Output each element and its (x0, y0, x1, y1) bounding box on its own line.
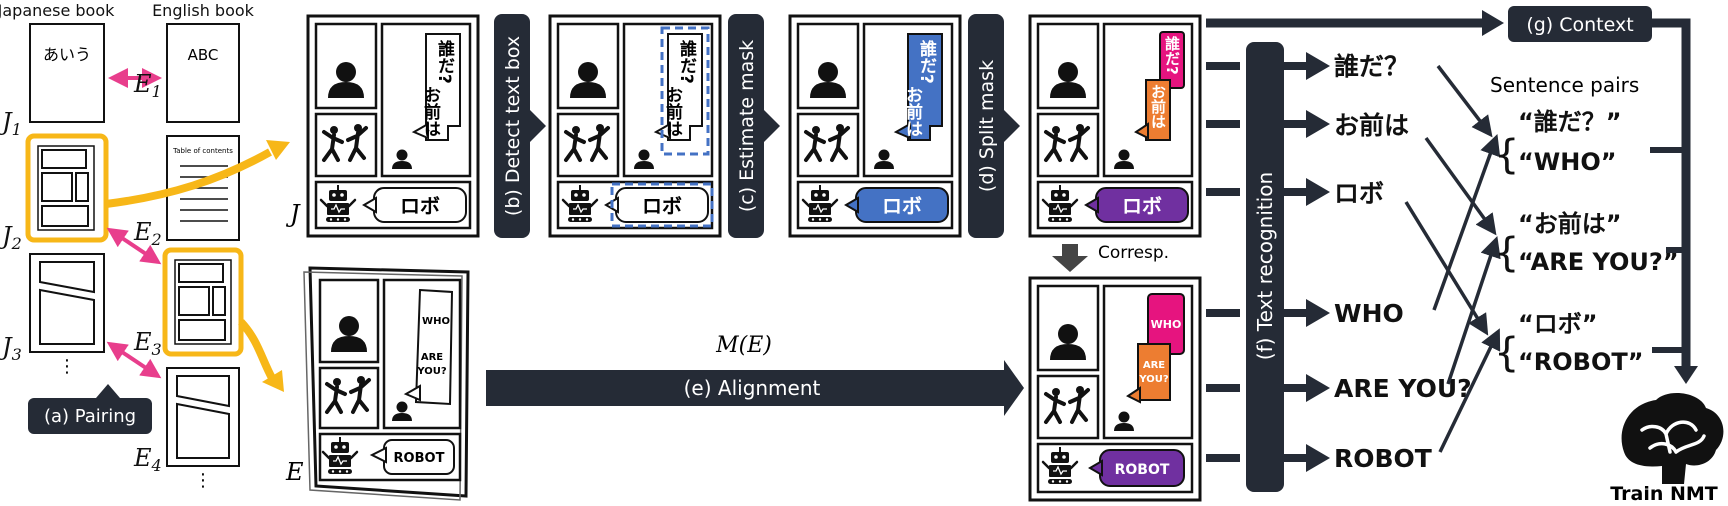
japanese-book-label: Japanese book (0, 1, 115, 20)
step-c-mask: (c) Estimate mask (728, 14, 780, 238)
brace-2: { (1494, 230, 1519, 276)
balloon-text: お前は (662, 86, 683, 137)
train-arrow (1674, 366, 1698, 384)
toc-text: Table of contents (172, 147, 233, 155)
pairing-label: (a) Pairing (44, 406, 136, 427)
page-e-original: WHO ARE YOU? ROBOT (303, 266, 470, 501)
brace-1: { (1494, 132, 1519, 178)
recognized-ja-2: お前は (1334, 111, 1409, 140)
m-e-label: M(E) (715, 333, 772, 358)
step-g-context: (g) Context (1508, 6, 1652, 42)
mask-magenta (1159, 31, 1185, 89)
ellipsis-e: ⋮ (194, 470, 212, 491)
page-e-split: WHO ARE YOU? ROBOT (1028, 276, 1202, 502)
balloon-text: WHO (422, 316, 450, 327)
step-f-recognition: (f) Text recognition (1246, 42, 1284, 492)
english-book-label: English book (152, 1, 255, 20)
label-e1: E1 (133, 70, 162, 101)
pair-arrow-3 (106, 341, 162, 379)
balloon-1-text: 誰だ? (434, 39, 455, 84)
corresp-arrow (1052, 244, 1088, 272)
balloon-text: ROBOT (1115, 462, 1170, 478)
mask-label: (c) Estimate mask (736, 40, 758, 212)
ellipsis-j: ⋮ (58, 356, 76, 377)
balloon-text: 誰だ? (916, 39, 937, 84)
balloon-text: ARE (1143, 360, 1165, 371)
split-label: (d) Split mask (976, 60, 998, 192)
label-e-page: E (285, 458, 304, 486)
mask-orange (1145, 79, 1171, 141)
balloon-text: お前は (902, 86, 923, 137)
balloon-text: お前は (1149, 84, 1167, 129)
page-j-split: 誰だ? お前は ロボ (1028, 14, 1202, 238)
balloon-text: ロボ (642, 194, 682, 218)
page-j-detect: 誰だ? お前は ロボ (548, 14, 722, 238)
label-e2: E2 (133, 218, 162, 249)
label-j1: J1 (0, 108, 22, 139)
text-box-2 (610, 182, 714, 228)
mask-orange-e (1137, 343, 1171, 401)
context-label: (g) Context (1526, 14, 1633, 36)
recognized-ja-3: ロボ (1334, 179, 1384, 208)
label-e3: E3 (133, 328, 162, 359)
gold-arrow-e (238, 319, 276, 380)
pair-3-ja: “ロボ” (1518, 310, 1598, 338)
sentence-pairs-title: Sentence pairs (1490, 73, 1639, 97)
balloon-1b-text: お前は (420, 86, 441, 137)
balloon-text: ARE (421, 352, 443, 363)
train-nmt-label: Train NMT (1610, 483, 1718, 505)
mask-blue-1 (907, 33, 943, 141)
pair-1-en: “WHO” (1518, 148, 1617, 176)
label-j2: J2 (0, 222, 22, 253)
recognition-label: (f) Text recognition (1253, 172, 1277, 360)
brace-3: { (1494, 330, 1519, 376)
pair-1-ja: “誰だ？” (1518, 108, 1622, 136)
step-d-split: (d) Split mask (968, 14, 1020, 238)
step-b-detect: (b) Detect text box (494, 14, 546, 238)
alignment-label: (e) Alignment (684, 376, 821, 400)
label-j-page: J (285, 200, 301, 228)
balloon-text: ロボ (882, 194, 922, 218)
pairing-callout: (a) Pairing (28, 384, 152, 434)
balloon-1-j (425, 33, 461, 141)
balloon-text: WHO (1151, 318, 1182, 331)
pair-2-en: “ARE YOU?” (1518, 248, 1679, 276)
book-j1 (29, 23, 105, 123)
brain-icon (1619, 391, 1726, 486)
book-e1 (166, 23, 240, 123)
corresp-label: Corresp. (1098, 243, 1169, 263)
pair-2-ja: “お前は” (1518, 210, 1622, 238)
label-j3: J3 (0, 333, 22, 364)
balloon-text: 誰だ? (1163, 35, 1181, 75)
gold-arrow-j (105, 148, 272, 208)
text-box-1 (660, 26, 710, 156)
balloon-text: ロボ (1122, 194, 1162, 218)
recognized-ja-1: 誰だ？ (1334, 52, 1409, 81)
pair-arrow-2 (106, 227, 162, 265)
balloon-text: ROBOT (394, 451, 445, 466)
jp-cover-text: あいう (43, 45, 91, 64)
label-e4: E4 (133, 444, 162, 475)
en-cover-text: ABC (188, 46, 219, 64)
page-j-mask: 誰だ? お前は ロボ (788, 14, 962, 238)
book-e4 (166, 367, 240, 467)
balloon-robo-text: ロボ (400, 194, 440, 218)
balloon-text: YOU? (416, 366, 447, 377)
recognized-en-1: WHO (1334, 299, 1404, 328)
detect-label: (b) Detect text box (502, 36, 524, 216)
pair-3-en: “ROBOT” (1518, 348, 1644, 376)
recognized-en-3: ROBOT (1334, 444, 1432, 473)
step-e-alignment: (e) Alignment (486, 360, 1024, 416)
balloon-text: 誰だ? (676, 39, 697, 84)
book-j3 (29, 253, 105, 353)
balloon-text: YOU? (1138, 374, 1169, 385)
